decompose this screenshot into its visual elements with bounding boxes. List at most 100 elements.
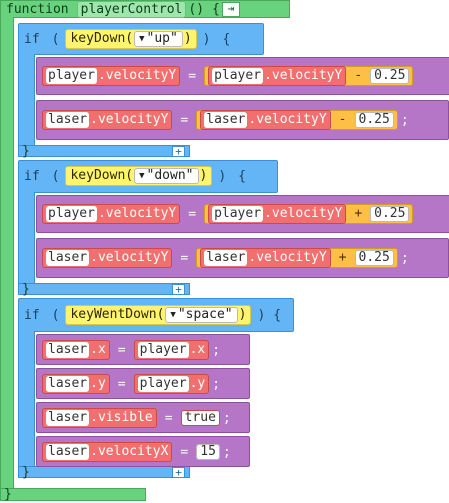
rhs-property: .x bbox=[189, 342, 206, 357]
math-expression-block[interactable]: player.velocityY + 0.25 bbox=[204, 204, 414, 224]
rhs-property: .y bbox=[189, 376, 206, 391]
close-paren: ) bbox=[218, 168, 227, 184]
sprite-name: laser bbox=[46, 376, 90, 392]
if-block-down-header[interactable] bbox=[18, 160, 278, 193]
if-block-down-body bbox=[18, 192, 35, 284]
semicolon: ; bbox=[222, 444, 231, 460]
dropdown-value: "up" bbox=[146, 31, 178, 46]
rhs-property: .velocityY bbox=[264, 206, 343, 221]
sprite-property-block[interactable]: player.velocityY bbox=[42, 66, 181, 86]
condition-close-paren: ) bbox=[183, 31, 192, 46]
sprite-property-block[interactable]: player.velocityY bbox=[42, 204, 181, 224]
add-else-plus-icon[interactable]: + bbox=[172, 284, 185, 295]
key-dropdown-up[interactable]: ▼"up" bbox=[134, 31, 183, 47]
rhs-sprite-name: laser bbox=[204, 112, 248, 128]
property-name: .visible bbox=[90, 410, 153, 425]
if-block-space-body bbox=[18, 331, 35, 467]
assign-operator: = bbox=[164, 410, 173, 426]
number-literal[interactable]: 15 bbox=[196, 444, 220, 460]
rhs-sprite-property[interactable]: laser.velocityY bbox=[200, 248, 331, 268]
open-brace: { bbox=[238, 168, 246, 184]
statement-line: laser.y = player.y ; bbox=[42, 369, 220, 399]
add-else-plus-icon[interactable]: + bbox=[172, 146, 185, 157]
math-expression-block[interactable]: laser.velocityY - 0.25 bbox=[196, 110, 398, 130]
rhs-property: .velocityY bbox=[264, 68, 343, 83]
function-signature: function playerControl () { ⇥ bbox=[6, 0, 240, 18]
rhs-sprite-property[interactable]: player.velocityY bbox=[208, 66, 347, 86]
return-arrow-icon[interactable]: ⇥ bbox=[221, 1, 240, 17]
boolean-literal[interactable]: true bbox=[180, 410, 220, 426]
sprite-name: player bbox=[46, 206, 97, 222]
assign-operator: = bbox=[188, 68, 197, 84]
sprite-property-block[interactable]: laser.visible bbox=[42, 408, 157, 428]
keydown-down-condition[interactable]: keyDown( ▼"down" ) bbox=[65, 166, 213, 186]
assign-operator: = bbox=[180, 250, 189, 266]
statement-line: laser.x = player.x ; bbox=[42, 335, 220, 365]
if-block-space-footer bbox=[18, 466, 190, 478]
sprite-property-block[interactable]: laser.velocityY bbox=[42, 248, 173, 268]
if-keyword: if bbox=[24, 307, 40, 323]
if-block-up-footer bbox=[18, 145, 190, 157]
open-paren: ( bbox=[51, 168, 60, 184]
number-literal[interactable]: 0.25 bbox=[370, 206, 410, 222]
if-keyword: if bbox=[24, 31, 40, 47]
key-dropdown-down[interactable]: ▼"down" bbox=[134, 168, 199, 184]
rhs-property: .velocityY bbox=[248, 112, 327, 127]
statement-line: laser.velocityY = laser.velocityY - 0.25… bbox=[42, 105, 409, 135]
property-name: .velocityY bbox=[97, 206, 177, 221]
property-name: .x bbox=[90, 342, 106, 357]
open-paren: ( bbox=[51, 307, 60, 323]
if-space-condition-line: if ( keyWentDown( ▼"space" ) ) { bbox=[24, 300, 281, 330]
if-down-condition-line: if ( keyDown( ▼"down" ) ) { bbox=[24, 161, 246, 191]
math-expression-block[interactable]: laser.velocityY + 0.25 bbox=[196, 248, 398, 268]
sprite-property-block[interactable]: laser.x bbox=[42, 340, 110, 360]
function-close-brace: } bbox=[4, 487, 12, 502]
dropdown-arrow-icon: ▼ bbox=[170, 310, 176, 320]
close-paren: ) bbox=[202, 31, 211, 47]
math-expression-block[interactable]: player.velocityY - 0.25 bbox=[204, 66, 414, 86]
key-dropdown-space[interactable]: ▼"space" bbox=[165, 307, 238, 323]
semicolon: ; bbox=[212, 376, 221, 392]
rhs-sprite-property[interactable]: laser.velocityY bbox=[200, 110, 331, 130]
rhs-property: .velocityY bbox=[248, 250, 327, 265]
number-literal[interactable]: 0.25 bbox=[370, 68, 410, 84]
sprite-name: laser bbox=[46, 410, 90, 426]
add-else-plus-icon[interactable]: + bbox=[172, 467, 185, 478]
function-parens: () bbox=[188, 1, 205, 17]
if-block-down-footer bbox=[18, 283, 190, 295]
sprite-property-block[interactable]: laser.velocityX bbox=[42, 442, 173, 462]
sprite-property-block[interactable]: laser.y bbox=[42, 374, 110, 394]
semicolon: ; bbox=[400, 250, 409, 266]
open-paren: ( bbox=[51, 31, 60, 47]
rhs-sprite-name: laser bbox=[204, 250, 248, 266]
statement-line: player.velocityY = player.velocityY - 0.… bbox=[42, 61, 414, 91]
statement-line: player.velocityY = player.velocityY + 0.… bbox=[42, 199, 414, 229]
rhs-sprite-property[interactable]: player.x bbox=[133, 340, 210, 360]
sprite-property-block[interactable]: laser.velocityY bbox=[42, 110, 173, 130]
sprite-name: player bbox=[46, 68, 97, 84]
keydown-up-condition[interactable]: keyDown( ▼"up" ) bbox=[65, 29, 197, 49]
semicolon: ; bbox=[222, 410, 231, 426]
close-brace: } bbox=[22, 282, 30, 297]
rhs-sprite-property[interactable]: player.velocityY bbox=[208, 204, 347, 224]
number-literal[interactable]: 0.25 bbox=[354, 250, 394, 266]
sprite-name: laser bbox=[46, 342, 90, 358]
function-block-body bbox=[0, 17, 14, 491]
rhs-sprite-name: player bbox=[137, 342, 189, 358]
dropdown-arrow-icon: ▼ bbox=[139, 171, 145, 181]
dropdown-arrow-icon: ▼ bbox=[139, 34, 145, 44]
assign-operator: = bbox=[180, 112, 189, 128]
property-name: .velocityX bbox=[90, 444, 169, 459]
semicolon: ; bbox=[212, 342, 221, 358]
assign-operator: = bbox=[117, 376, 126, 392]
property-name: .velocityY bbox=[90, 112, 169, 127]
condition-function: keyDown( bbox=[70, 31, 134, 46]
function-name[interactable]: playerControl bbox=[76, 0, 187, 18]
rhs-sprite-property[interactable]: player.y bbox=[133, 374, 210, 394]
close-brace: } bbox=[22, 465, 30, 480]
assign-operator: = bbox=[180, 444, 189, 460]
keywentdown-space-condition[interactable]: keyWentDown( ▼"space" ) bbox=[65, 305, 252, 325]
sprite-name: laser bbox=[46, 444, 90, 460]
property-name: .velocityY bbox=[90, 250, 169, 265]
number-literal[interactable]: 0.25 bbox=[354, 112, 394, 128]
